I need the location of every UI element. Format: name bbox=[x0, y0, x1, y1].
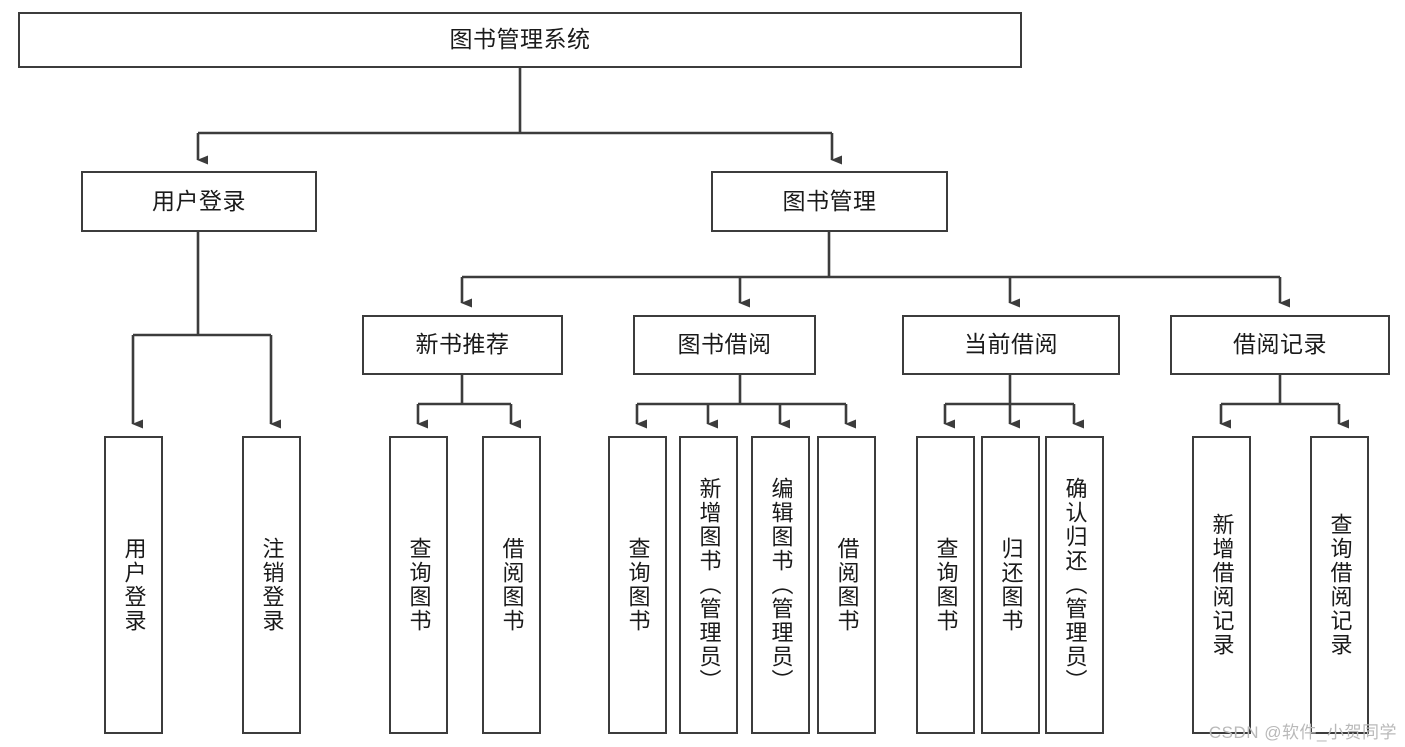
edge-currentborrow-to-leaves bbox=[943, 375, 1084, 429]
edge-borrowrecord-to-leaves bbox=[1219, 375, 1349, 429]
leaf-query-record[interactable]: 查询借阅记录 bbox=[1310, 436, 1369, 734]
leaf-confirm-return-label: 确认归还（管理员） bbox=[1062, 477, 1088, 693]
leaf-query-book-2-label: 查询图书 bbox=[625, 537, 651, 633]
leaf-logout-label: 注销登录 bbox=[259, 537, 285, 633]
node-book-borrowing[interactable]: 图书借阅 bbox=[633, 315, 816, 375]
leaf-query-book-3[interactable]: 查询图书 bbox=[916, 436, 975, 734]
watermark-text: CSDN @软件_小贺同学 bbox=[1208, 723, 1397, 742]
leaf-query-book-1-label: 查询图书 bbox=[406, 537, 432, 633]
leaf-add-record-label: 新增借阅记录 bbox=[1209, 513, 1235, 657]
leaf-user-login[interactable]: 用户登录 bbox=[104, 436, 163, 734]
leaf-query-book-3-label: 查询图书 bbox=[933, 537, 959, 633]
leaf-return-book-label: 归还图书 bbox=[998, 537, 1024, 633]
leaf-borrow-book-2[interactable]: 借阅图书 bbox=[817, 436, 876, 734]
leaf-add-book-label: 新增图书（管理员） bbox=[696, 477, 722, 693]
leaf-edit-book[interactable]: 编辑图书（管理员） bbox=[751, 436, 810, 734]
edge-bookmgmt-to-level3 bbox=[460, 232, 1290, 308]
node-current-borrowing-label: 当前借阅 bbox=[964, 331, 1058, 358]
leaf-logout[interactable]: 注销登录 bbox=[242, 436, 301, 734]
leaf-query-book-2[interactable]: 查询图书 bbox=[608, 436, 667, 734]
leaf-confirm-return[interactable]: 确认归还（管理员） bbox=[1045, 436, 1104, 734]
node-borrowing-record[interactable]: 借阅记录 bbox=[1170, 315, 1390, 375]
leaf-edit-book-label: 编辑图书（管理员） bbox=[768, 477, 794, 693]
node-root[interactable]: 图书管理系统 bbox=[18, 12, 1022, 68]
leaf-borrow-book-2-label: 借阅图书 bbox=[834, 537, 860, 633]
leaf-add-record[interactable]: 新增借阅记录 bbox=[1192, 436, 1251, 734]
node-user-login-label: 用户登录 bbox=[152, 187, 246, 214]
leaf-add-book[interactable]: 新增图书（管理员） bbox=[679, 436, 738, 734]
edge-login-to-leaves bbox=[131, 232, 281, 429]
leaf-user-login-label: 用户登录 bbox=[121, 537, 147, 633]
edge-bookborrow-to-leaves bbox=[635, 375, 856, 429]
edge-newbook-to-leaves bbox=[416, 375, 521, 429]
node-book-borrowing-label: 图书借阅 bbox=[677, 331, 772, 358]
leaf-borrow-book-1-label: 借阅图书 bbox=[499, 537, 525, 633]
edge-root-to-level2 bbox=[196, 68, 842, 165]
node-borrowing-record-label: 借阅记录 bbox=[1233, 331, 1327, 358]
node-user-login[interactable]: 用户登录 bbox=[81, 171, 317, 232]
node-book-management-label: 图书管理 bbox=[782, 187, 877, 214]
node-root-label: 图书管理系统 bbox=[449, 26, 591, 53]
node-new-book-recommendation[interactable]: 新书推荐 bbox=[362, 315, 563, 375]
node-current-borrowing[interactable]: 当前借阅 bbox=[902, 315, 1120, 375]
leaf-query-record-label: 查询借阅记录 bbox=[1327, 513, 1353, 657]
node-book-management[interactable]: 图书管理 bbox=[711, 171, 948, 232]
node-new-book-recommendation-label: 新书推荐 bbox=[415, 331, 510, 358]
leaf-borrow-book-1[interactable]: 借阅图书 bbox=[482, 436, 541, 734]
leaf-return-book[interactable]: 归还图书 bbox=[981, 436, 1040, 734]
leaf-query-book-1[interactable]: 查询图书 bbox=[389, 436, 448, 734]
